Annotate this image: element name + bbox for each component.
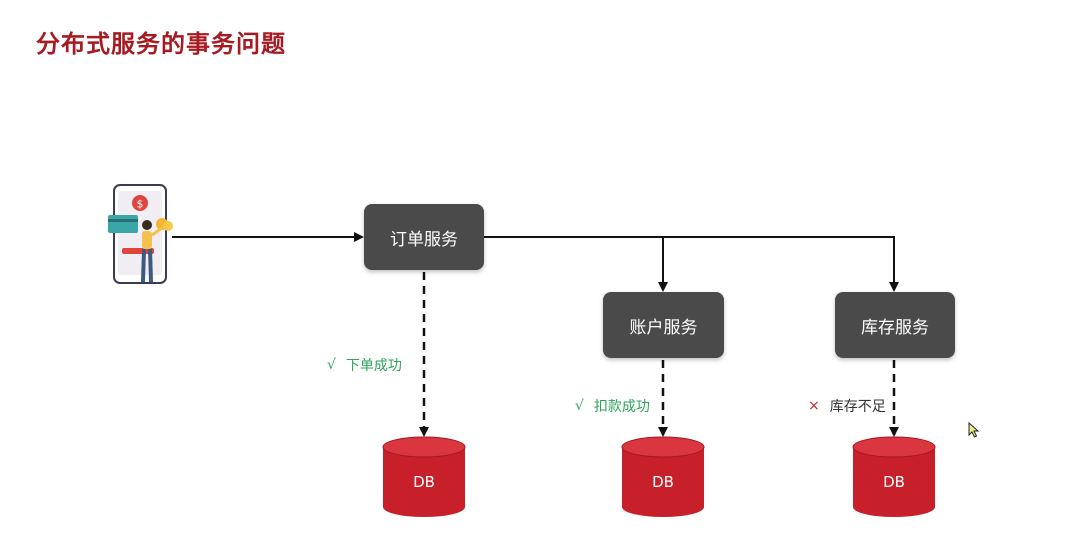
inventory-service-box: 库存服务 <box>835 292 955 358</box>
cross-icon: × <box>808 398 820 414</box>
check-icon: √ <box>575 398 584 414</box>
inventory-status-text: 库存不足 <box>829 399 886 415</box>
database-icon-order <box>382 436 466 517</box>
check-icon: √ <box>327 357 336 373</box>
order-status-text: 下单成功 <box>345 358 402 374</box>
inventory-status: × 库存不足 <box>808 396 886 416</box>
db-label-order: DB <box>413 473 435 491</box>
database-icon-inventory <box>852 436 936 517</box>
account-status-text: 扣款成功 <box>593 399 650 415</box>
mouse-cursor-icon <box>968 422 980 438</box>
account-status: √ 扣款成功 <box>575 396 650 416</box>
database-icon-account <box>621 436 705 517</box>
order-status: √ 下单成功 <box>327 355 402 375</box>
db-label-inventory: DB <box>883 473 905 491</box>
page-title: 分布式服务的事务问题 <box>36 30 286 58</box>
client-phone-icon: $ <box>108 184 173 284</box>
arrow-order-to-inventory <box>484 236 899 292</box>
svg-text:$: $ <box>137 198 144 211</box>
account-service-box: 账户服务 <box>603 292 724 358</box>
order-service-box: 订单服务 <box>364 204 484 270</box>
db-label-account: DB <box>652 473 674 491</box>
